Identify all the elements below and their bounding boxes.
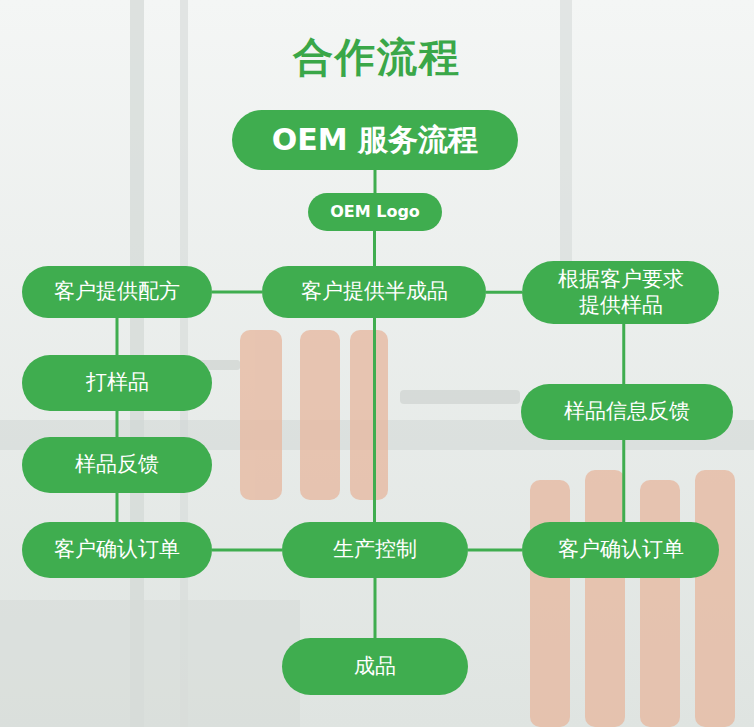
flow-connector (375, 170, 376, 193)
process-pill: 打样品 (22, 355, 212, 411)
flow-connector (117, 318, 118, 355)
node-label: 打样品 (86, 370, 149, 395)
process-pill: 样品反馈 (22, 437, 212, 493)
node-label: 样品反馈 (75, 452, 159, 477)
process-pill: 根据客户要求 提供样品 (522, 261, 719, 324)
flow-connector (375, 578, 376, 638)
flow-connector (117, 411, 118, 437)
process-pill: 客户提供半成品 (262, 266, 486, 318)
node-label: 客户确认订单 (54, 537, 180, 562)
node-label: OEM Logo (330, 202, 420, 221)
flow-connector (486, 292, 522, 293)
flow-connector (212, 550, 282, 551)
process-pill: 样品信息反馈 (521, 384, 733, 440)
node-label: 根据客户要求 提供样品 (551, 267, 690, 317)
node-label: 客户确认订单 (558, 537, 684, 562)
node-label: 客户提供半成品 (301, 279, 448, 304)
flow-connector (468, 550, 522, 551)
process-pill: 成品 (282, 638, 468, 695)
process-pill: 客户确认订单 (22, 522, 212, 578)
node-label: 客户提供配方 (54, 279, 180, 304)
page-title: 合作流程 (0, 30, 754, 85)
process-pill: 生产控制 (282, 522, 468, 578)
process-pill: OEM 服务流程 (232, 110, 518, 170)
flow-connector (623, 440, 624, 522)
flow-connector (623, 324, 624, 384)
process-pill: 客户确认订单 (522, 522, 719, 578)
flow-connector (212, 292, 262, 293)
flow-connector (117, 493, 118, 522)
flow-connector (374, 231, 375, 266)
flow-connector (374, 318, 375, 522)
node-label: 生产控制 (333, 537, 417, 562)
node-label: 样品信息反馈 (564, 399, 690, 424)
process-pill: OEM Logo (308, 193, 442, 231)
node-label: OEM 服务流程 (272, 122, 478, 158)
node-label: 成品 (354, 654, 396, 679)
process-pill: 客户提供配方 (22, 266, 212, 318)
